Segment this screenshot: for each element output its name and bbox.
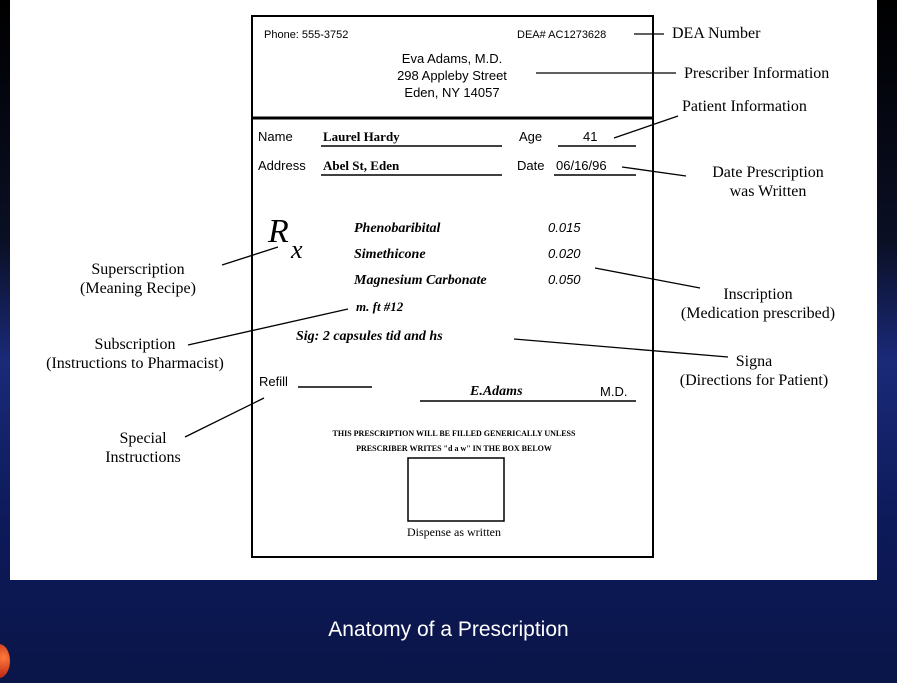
date-label: Date: [517, 158, 544, 173]
callout-signa-2: (Directions for Patient): [680, 372, 828, 389]
address-label: Address: [258, 158, 306, 173]
medication-dose-1: 0.015: [548, 220, 581, 235]
callout-special-2: Instructions: [105, 449, 181, 466]
callout-prescriber: Prescriber Information: [684, 65, 829, 82]
inscription-leader: [594, 267, 701, 289]
corner-logo: [0, 644, 10, 678]
callout-superscription-2: (Meaning Recipe): [80, 280, 196, 297]
daw-label: Dispense as written: [407, 525, 501, 539]
callout-superscription-1: Superscription: [91, 261, 184, 278]
medication-dose-3: 0.050: [548, 272, 581, 287]
subscription-text: m. ft #12: [356, 299, 404, 314]
signa-leader: [513, 338, 729, 358]
name-value: Laurel Hardy: [323, 129, 400, 144]
patient-leader: [613, 115, 679, 139]
slide-panel: [10, 0, 877, 580]
callout-signa-1: Signa: [736, 353, 772, 370]
name-label: Name: [258, 129, 293, 144]
signature: E.Adams: [469, 384, 523, 399]
age-label: Age: [519, 129, 542, 144]
subscription-leader: [187, 308, 349, 346]
prescription-form: [251, 15, 654, 558]
medication-dose-2: 0.020: [548, 246, 581, 261]
callout-date-2: was Written: [730, 183, 807, 200]
medication-name-2: Simethicone: [354, 247, 426, 262]
prescriber-street: 298 Appleby Street: [397, 68, 507, 83]
slide-caption: Anatomy of a Prescription: [328, 618, 569, 641]
generic-notice-line1: THIS PRESCRIPTION WILL BE FILLED GENERIC…: [333, 429, 576, 438]
medication-name-3: Magnesium Carbonate: [353, 273, 487, 288]
callout-inscription-2: (Medication prescribed): [681, 305, 835, 322]
superscription-leader: [221, 246, 279, 266]
callout-patient: Patient Information: [682, 98, 807, 115]
signa-text: Sig: 2 capsules tid and hs: [296, 329, 443, 344]
phone-text: Phone: 555-3752: [264, 29, 348, 41]
prescriber-name: Eva Adams, M.D.: [402, 51, 502, 66]
generic-notice-line2: PRESCRIBER WRITES "d a w" IN THE BOX BEL…: [356, 444, 552, 453]
callout-subscription-1: Subscription: [95, 336, 176, 353]
prescriber-city: Eden, NY 14057: [404, 85, 499, 100]
age-value: 41: [583, 129, 597, 144]
address-value: Abel St, Eden: [323, 158, 400, 173]
callout-dea: DEA Number: [672, 25, 761, 42]
callout-special-1: Special: [119, 430, 167, 447]
rx-x: x: [290, 235, 303, 264]
special-leader: [184, 397, 265, 438]
dea-text: DEA# AC1273628: [517, 29, 606, 41]
callout-date-1: Date Prescription: [712, 164, 824, 181]
md-label: M.D.: [600, 384, 627, 399]
rx-symbol: R: [267, 213, 289, 250]
date-leader: [621, 166, 687, 177]
medication-name-1: Phenobaribital: [354, 221, 440, 236]
refill-label: Refill: [259, 374, 288, 389]
callout-inscription-1: Inscription: [723, 286, 792, 303]
callout-subscription-2: (Instructions to Pharmacist): [46, 355, 224, 372]
daw-box: [407, 457, 505, 522]
date-value: 06/16/96: [556, 158, 607, 173]
